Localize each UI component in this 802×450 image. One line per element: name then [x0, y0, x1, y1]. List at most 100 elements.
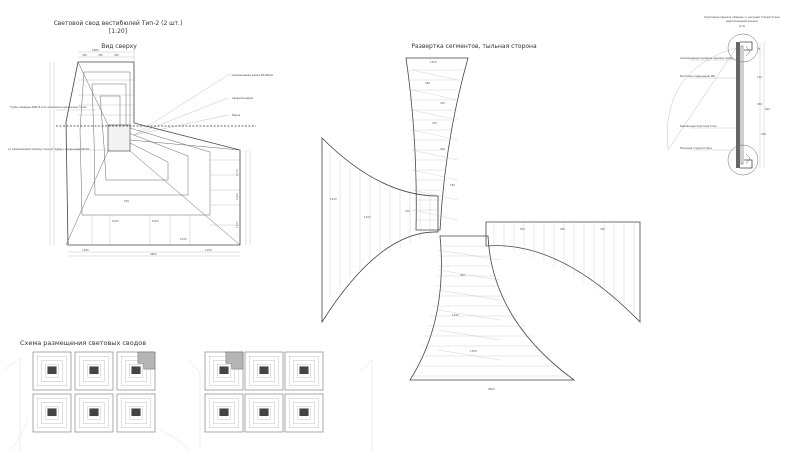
- dim-label: 470: [432, 121, 437, 125]
- dim-label: 2800: [150, 252, 157, 256]
- scheme-tile-ring: [297, 364, 311, 378]
- dim-label: 1170: [235, 169, 239, 176]
- segment-brace: [411, 169, 459, 181]
- scheme-tile-ring: [257, 406, 271, 420]
- scheme-tile-ring: [253, 402, 275, 424]
- scheme-tile-highlight: [137, 351, 156, 370]
- dim-label: 1050: [152, 219, 159, 223]
- dim-label: 1180: [205, 248, 212, 252]
- dim-label: 1810: [430, 60, 437, 64]
- dim-label: 350: [114, 53, 119, 57]
- segment-top: [405, 57, 469, 231]
- swing-arc: [667, 47, 737, 151]
- view-top-label: Вид сверху: [101, 43, 137, 50]
- scheme-tile-ring: [249, 398, 279, 428]
- plan-ridge: [65, 150, 109, 246]
- sheet-title: Световой свод вестибюлей Тип-2 (2 шт.): [54, 20, 183, 27]
- plan-ridge: [129, 150, 241, 246]
- dim-label: 1390: [452, 313, 459, 317]
- plan-outline: [65, 61, 241, 246]
- dim-label: 250: [761, 132, 766, 136]
- segment-brace: [411, 89, 459, 101]
- dim-label: 120: [757, 75, 762, 79]
- scheme-tile-core: [299, 366, 309, 375]
- scheme-tile-highlight: [225, 351, 244, 370]
- plan-frame: [91, 83, 189, 196]
- scheme-tile-ring: [257, 364, 271, 378]
- wall-section: [736, 42, 740, 168]
- scheme-tile-ring: [121, 356, 151, 386]
- dim-label: 870: [520, 227, 525, 231]
- dim-label: 350: [440, 147, 445, 151]
- scheme-tile-ring: [289, 398, 319, 428]
- unfold-view: 1810 560 470 470 350 530 1220 1320 470 8…: [321, 57, 641, 391]
- scheme-tile-ring: [209, 398, 239, 428]
- segment-brace: [411, 189, 459, 201]
- dim-label: 550: [124, 199, 129, 203]
- sheet-scale: [1:20]: [109, 28, 127, 35]
- bolt-top: [745, 45, 751, 57]
- scheme-tile-ring: [293, 360, 315, 382]
- segment-brace: [437, 289, 501, 301]
- scheme-tile-ring: [87, 364, 101, 378]
- bolt-bottom: [745, 153, 751, 165]
- unfold-title: Развертка сегментов, тыльная сторона: [411, 43, 537, 50]
- scheme-tile-ring: [249, 356, 279, 386]
- scheme-tile-core: [299, 408, 309, 417]
- dim-label: 470: [440, 101, 445, 105]
- dim-label: 350: [82, 53, 87, 57]
- dim-label: 470: [405, 209, 410, 213]
- fix-scale: [1:5]: [739, 24, 745, 28]
- scheme-tile-ring: [79, 356, 109, 386]
- segment-bottom: [409, 235, 576, 381]
- dim-label: 900: [560, 227, 565, 231]
- fix-subtitle: (вертикальный разрез): [726, 19, 758, 23]
- dim-label: 350: [460, 273, 465, 277]
- fix-title: Крепление каркаса «фермы» к несущей торк…: [704, 15, 780, 19]
- dim-label: 530: [450, 183, 455, 187]
- fix-annotation-3: Крепёжная пластина 5 мм: [680, 124, 716, 128]
- scheme-tile-ring: [41, 402, 63, 424]
- fixing-detail: Алюминиевый профиль каркаса свода Болтов…: [667, 33, 770, 176]
- segment-brace: [411, 109, 459, 121]
- dim-label: 70: [757, 47, 761, 51]
- scheme-tile-ring: [217, 364, 231, 378]
- dim-label: 1180: [82, 248, 89, 252]
- dim-label: 1880: [92, 48, 99, 52]
- segment-hatching: [329, 69, 635, 377]
- scheme-tile-ring: [41, 360, 63, 382]
- scheme-tile-ring: [125, 360, 147, 382]
- dim-label: 1220: [330, 197, 337, 201]
- layout-scheme: [3, 351, 373, 450]
- dim-label: 560: [425, 81, 430, 85]
- fix-annotation-2: Болтовое соединение М8: [680, 74, 715, 78]
- dim-label: 1030: [180, 237, 187, 241]
- fix-annotation-1: Алюминиевый профиль каркаса свода: [680, 56, 733, 60]
- scheme-tile-ring: [209, 356, 239, 386]
- plan-frame: [79, 71, 211, 216]
- scheme-tile-core: [259, 408, 269, 417]
- dim-label: 700: [600, 227, 605, 231]
- scheme-tile-core: [89, 366, 99, 375]
- scheme-tile-ring: [213, 402, 235, 424]
- leader-line: [133, 74, 229, 136]
- scheme-tile-core: [259, 366, 269, 375]
- segment-left: [321, 137, 439, 324]
- leader-line: [133, 114, 229, 136]
- scheme-tile-ring: [83, 402, 105, 424]
- segment-brace: [437, 309, 501, 321]
- segment-brace: [411, 209, 459, 221]
- scheme-tile-ring: [83, 360, 105, 382]
- plan-grid: [78, 79, 240, 245]
- swing-line: [667, 47, 737, 151]
- scheme-tile-core: [219, 408, 229, 417]
- scheme-tile-ring: [289, 356, 319, 386]
- segment-brace: [437, 269, 501, 281]
- segment-brace: [411, 69, 459, 81]
- scheme-tile-core: [47, 366, 57, 375]
- plan-annotation-left-1: Трубы сварные Ф60х3.0 из алюминия крепёж…: [10, 105, 87, 109]
- dim-label: 1340: [235, 193, 239, 200]
- segment-right: [485, 221, 641, 323]
- plan-top-panel: [107, 124, 131, 152]
